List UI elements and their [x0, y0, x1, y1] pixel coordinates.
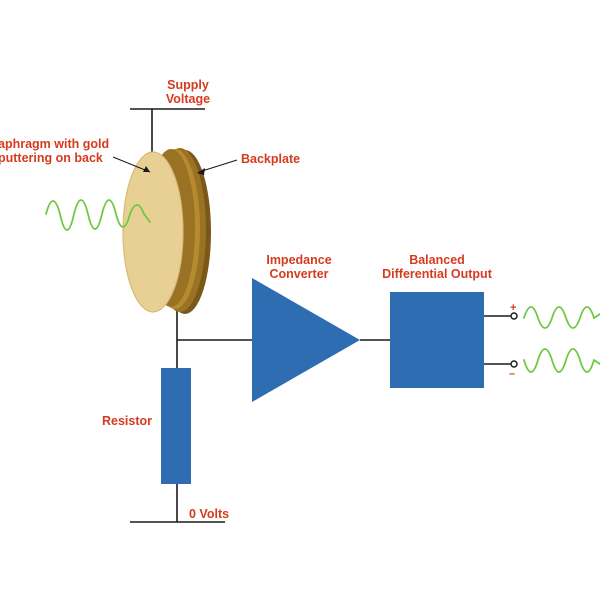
diaphragm-label-line1: aphragm with gold — [0, 137, 109, 151]
wires — [130, 108, 511, 523]
diaphragm-label-line2: puttering on back — [0, 151, 103, 165]
balanced-output-label-line1: Balanced — [409, 253, 465, 267]
diaphragm-pointer-head — [143, 166, 150, 172]
supply-voltage-label-line2: Voltage — [166, 92, 210, 106]
impedance-converter-label-line2: Converter — [269, 267, 328, 281]
balanced-output-label-line2: Differential Output — [382, 267, 493, 281]
backplate-pointer — [198, 159, 238, 173]
zero-volts-label: 0 Volts — [189, 507, 229, 521]
diaphragm — [122, 151, 184, 313]
output-wave-negative — [523, 348, 600, 373]
sound-wave-input — [45, 199, 151, 231]
resistor-label: Resistor — [102, 414, 152, 428]
backplate-pointer-head — [197, 168, 205, 175]
balanced-output-block — [390, 292, 484, 388]
positive-terminal — [510, 312, 518, 320]
backplate-label: Backplate — [241, 152, 300, 166]
output-wave-positive — [523, 306, 600, 329]
negative-terminal — [510, 360, 518, 368]
diaphragm-pointer — [112, 156, 151, 173]
impedance-converter-label-line1: Impedance — [266, 253, 331, 267]
supply-voltage-label-line1: Supply — [167, 78, 209, 92]
impedance-converter — [252, 278, 360, 402]
resistor — [161, 368, 191, 484]
minus-sign: – — [509, 368, 515, 380]
plus-sign: + — [510, 302, 516, 314]
